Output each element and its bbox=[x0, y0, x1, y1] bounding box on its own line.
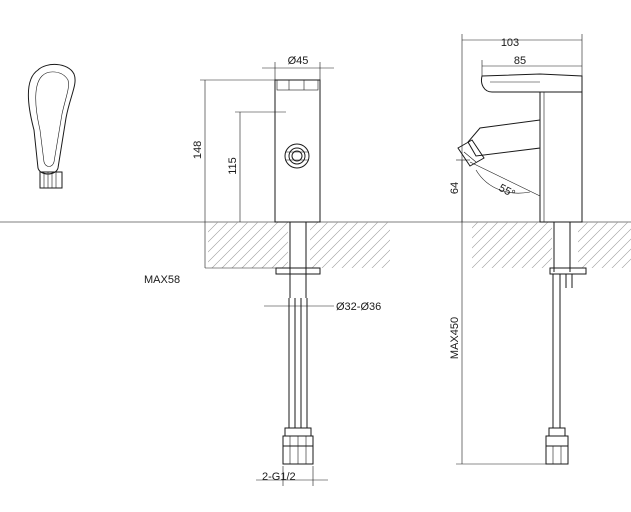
total-depth-label: 103 bbox=[501, 37, 519, 49]
nozzle-height-label: 64 bbox=[449, 182, 461, 194]
total-height-label: 148 bbox=[192, 141, 204, 159]
spout-height-label: 115 bbox=[227, 157, 239, 175]
side-view bbox=[457, 73, 587, 465]
handle-top-view bbox=[27, 64, 76, 189]
hole-diameter-label: Ø32-Ø36 bbox=[336, 301, 381, 313]
nozzle-angle-label: 55° bbox=[497, 182, 517, 200]
connection-thread-label: 2-G1/2 bbox=[262, 471, 296, 483]
spout-reach-label: 85 bbox=[514, 55, 526, 67]
base-diameter-label: Ø45 bbox=[288, 55, 309, 67]
max-deck-thickness-label: MAX58 bbox=[144, 274, 180, 286]
countertop bbox=[0, 221, 631, 268]
front-view bbox=[274, 79, 321, 465]
dimension-lines bbox=[200, 34, 583, 486]
max-hose-length-label: MAX450 bbox=[449, 317, 461, 359]
